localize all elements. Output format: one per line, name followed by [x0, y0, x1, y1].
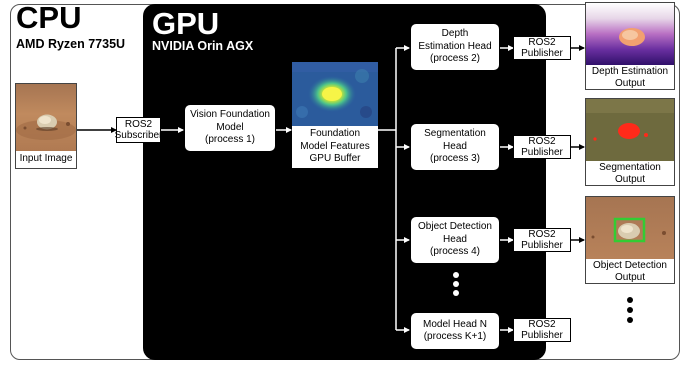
input-image: [16, 84, 76, 151]
cpu-subtitle: AMD Ryzen 7735U: [16, 37, 126, 51]
output-ellipsis-dot: [627, 307, 633, 313]
input-image-card: Input Image: [15, 83, 77, 169]
depth-output-image: [586, 3, 674, 65]
detection-output-card: Object Detection Output: [585, 196, 675, 284]
ros2-publisher-segmentation: ROS2 Publisher: [513, 135, 571, 159]
segmentation-output-caption: Segmentation Output: [599, 162, 661, 185]
feature-map-image: [292, 62, 378, 126]
output-ellipsis-dot: [627, 317, 633, 323]
gpu-ellipsis-dot: [453, 281, 459, 287]
output-ellipsis-dot: [627, 297, 633, 303]
ros2-subscriber: ROS2 Subscriber: [114, 117, 163, 143]
gpu-subtitle: NVIDIA Orin AGX: [152, 39, 254, 53]
depth-output-card: Depth Estimation Output: [585, 2, 675, 90]
ros2-publisher-head-n: ROS2 Publisher: [513, 318, 571, 342]
input-image-caption: Input Image: [19, 153, 73, 164]
object-detection-head: Object Detection Head (process 4): [410, 216, 500, 264]
foundation-features-gpu-buffer: Foundation Model Features GPU Buffer: [292, 126, 378, 168]
segmentation-output-image: [586, 99, 674, 161]
model-head-n: Model Head N (process K+1): [410, 312, 500, 350]
gpu-ellipsis-dot: [453, 290, 459, 296]
detection-output-image: [586, 197, 674, 259]
ros2-publisher-depth: ROS2 Publisher: [513, 36, 571, 60]
vision-foundation-model: Vision Foundation Model (process 1): [184, 104, 276, 152]
detection-output-caption: Object Detection Output: [593, 260, 667, 283]
cpu-title: CPU: [16, 0, 82, 35]
gpu-title: GPU: [152, 6, 220, 41]
ros2-publisher-detection: ROS2 Publisher: [513, 228, 571, 252]
gpu-ellipsis-dot: [453, 272, 459, 278]
segmentation-output-card: Segmentation Output: [585, 98, 675, 186]
depth-estimation-head: Depth Estimation Head (process 2): [410, 23, 500, 71]
depth-output-caption: Depth Estimation Output: [591, 66, 669, 89]
segmentation-head: Segmentation Head (process 3): [410, 123, 500, 171]
